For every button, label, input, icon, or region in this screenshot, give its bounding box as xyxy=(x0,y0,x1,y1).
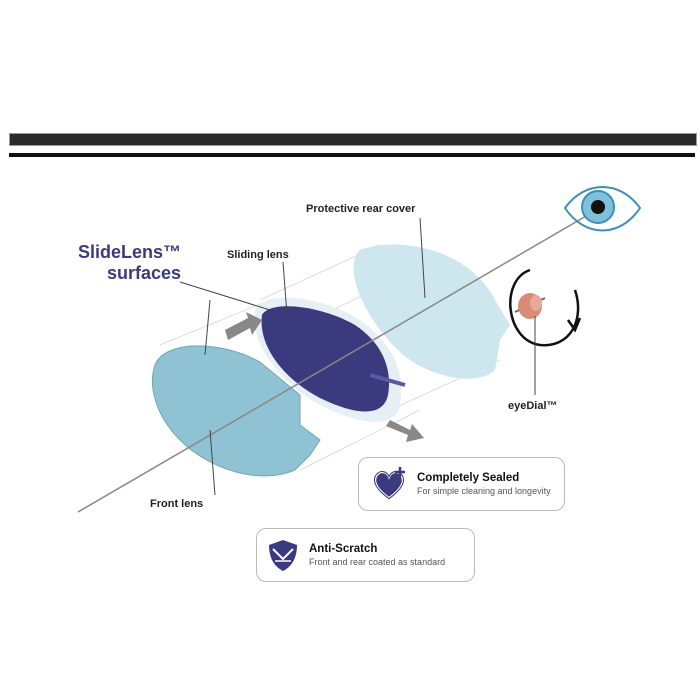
feature-subtitle: Front and rear coated as standard xyxy=(309,557,446,567)
label-protective-rear-cover: Protective rear cover xyxy=(306,203,416,215)
feature-title: Completely Sealed xyxy=(417,472,520,484)
label-eyedial: eyeDial™ xyxy=(508,400,558,412)
shield-icon xyxy=(269,540,297,571)
leader-lines xyxy=(179,217,536,496)
rear-cover-shape xyxy=(353,244,510,379)
eye-icon xyxy=(563,186,642,232)
optical-axis xyxy=(77,204,606,513)
header-bar xyxy=(9,133,697,146)
feature-card-sealed: Completely Sealed For simple cleaning an… xyxy=(358,457,565,511)
title-line-2: surfaces xyxy=(106,263,182,283)
feature-title: Anti-Scratch xyxy=(309,543,378,555)
title-line-1: SlideLens™ xyxy=(78,242,182,262)
sliding-lens-shape xyxy=(261,306,390,412)
arrow-left-icon xyxy=(225,312,262,340)
header-rule xyxy=(9,153,695,157)
eyedial-knob xyxy=(514,293,546,319)
slidelens-title: SlideLens™ surfaces xyxy=(78,242,181,284)
rotate-arrow-icon xyxy=(509,268,580,347)
label-sliding-lens: Sliding lens xyxy=(227,249,289,261)
label-front-lens: Front lens xyxy=(150,498,204,510)
feature-subtitle: For simple cleaning and longevity xyxy=(417,486,551,496)
feature-card-anti-scratch: Anti-Scratch Front and rear coated as st… xyxy=(256,528,475,582)
arrow-right-icon xyxy=(386,420,424,442)
heart-plus-icon xyxy=(374,467,405,500)
